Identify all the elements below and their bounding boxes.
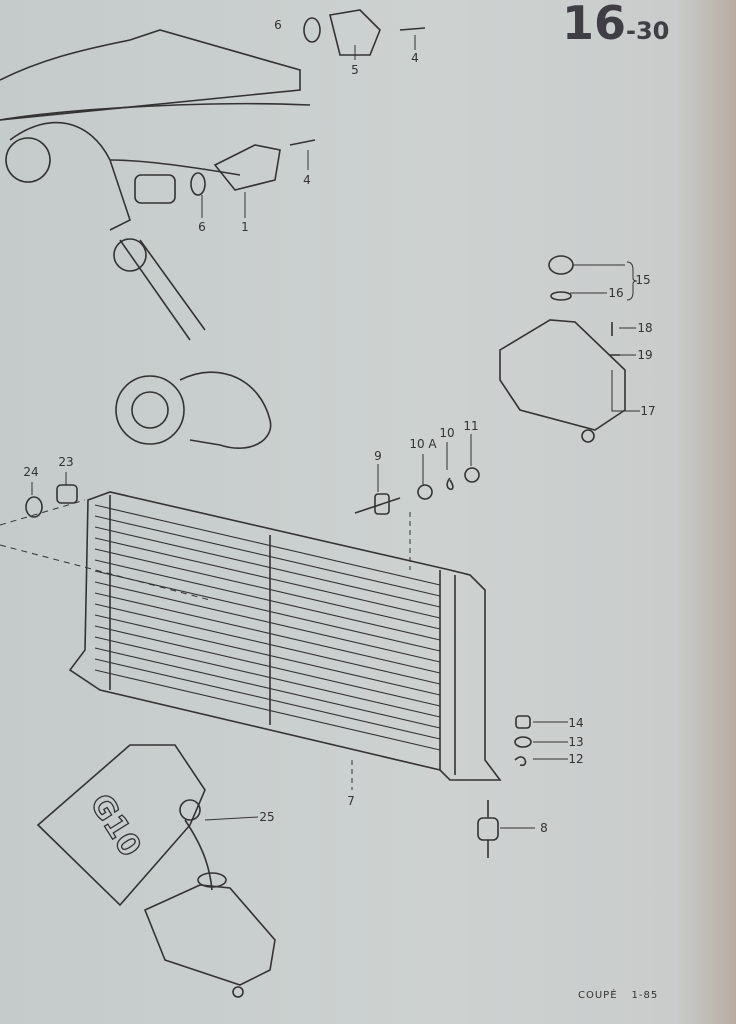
radiator-fin (94, 669, 441, 751)
page-number: 16-30 (562, 0, 669, 50)
callout-8: 8 (540, 821, 548, 835)
radiator-fin (94, 570, 441, 652)
callout-24: 24 (23, 465, 39, 479)
callout-17: 17 (640, 404, 656, 418)
callout-10: 10 (439, 426, 455, 440)
radiator-fin (94, 515, 441, 597)
radiator-fin (94, 647, 441, 729)
footer: COUPÉ 1-85 (578, 990, 658, 1001)
page-number-main: 16 (562, 0, 627, 50)
callout-1: 1 (241, 220, 249, 234)
callout-18: 18 (637, 321, 653, 335)
radiator (0, 491, 502, 790)
callout-13: 13 (568, 735, 584, 749)
engine-block-outline (0, 29, 311, 231)
radiator-fin (94, 559, 441, 641)
callout-14: 14 (568, 716, 584, 730)
callout-4: 4 (303, 173, 311, 187)
radiator-fin (94, 592, 441, 674)
antifreeze-canister (36, 744, 213, 907)
radiator-fin (94, 581, 441, 663)
callout-10a: 10 A (409, 437, 437, 451)
callout-12: 12 (568, 752, 584, 766)
callout-5: 5 (351, 63, 359, 77)
page-number-sub: -30 (626, 17, 670, 45)
radiator-fin (94, 658, 441, 740)
radiator-fin (94, 526, 441, 608)
radiator-fin (94, 625, 441, 707)
expansion-tank (499, 255, 626, 443)
radiator-fin (94, 548, 441, 630)
radiator-fin (94, 636, 441, 718)
expansion-tank-lower (143, 872, 276, 998)
callout-15: 15 (635, 273, 651, 287)
callout-23: 23 (58, 455, 74, 469)
radiator-fin (94, 603, 441, 685)
callout-7: 7 (347, 794, 355, 808)
footer-date: 1-85 (631, 990, 659, 1001)
callout-19: 19 (637, 348, 653, 362)
water-pump-belt (113, 238, 272, 449)
footer-model: COUPÉ (578, 990, 618, 1001)
callout-11: 11 (463, 419, 479, 433)
callout-leaders (31, 35, 640, 829)
callout-4: 4 (411, 51, 419, 65)
radiator-fin (94, 504, 441, 586)
callout-6: 6 (274, 18, 282, 32)
callout-16: 16 (608, 286, 624, 300)
callout-25: 25 (259, 810, 275, 824)
radiator-fin (94, 537, 441, 619)
radiator-fin (94, 614, 441, 696)
callout-6: 6 (198, 220, 206, 234)
callout-9: 9 (374, 449, 382, 463)
